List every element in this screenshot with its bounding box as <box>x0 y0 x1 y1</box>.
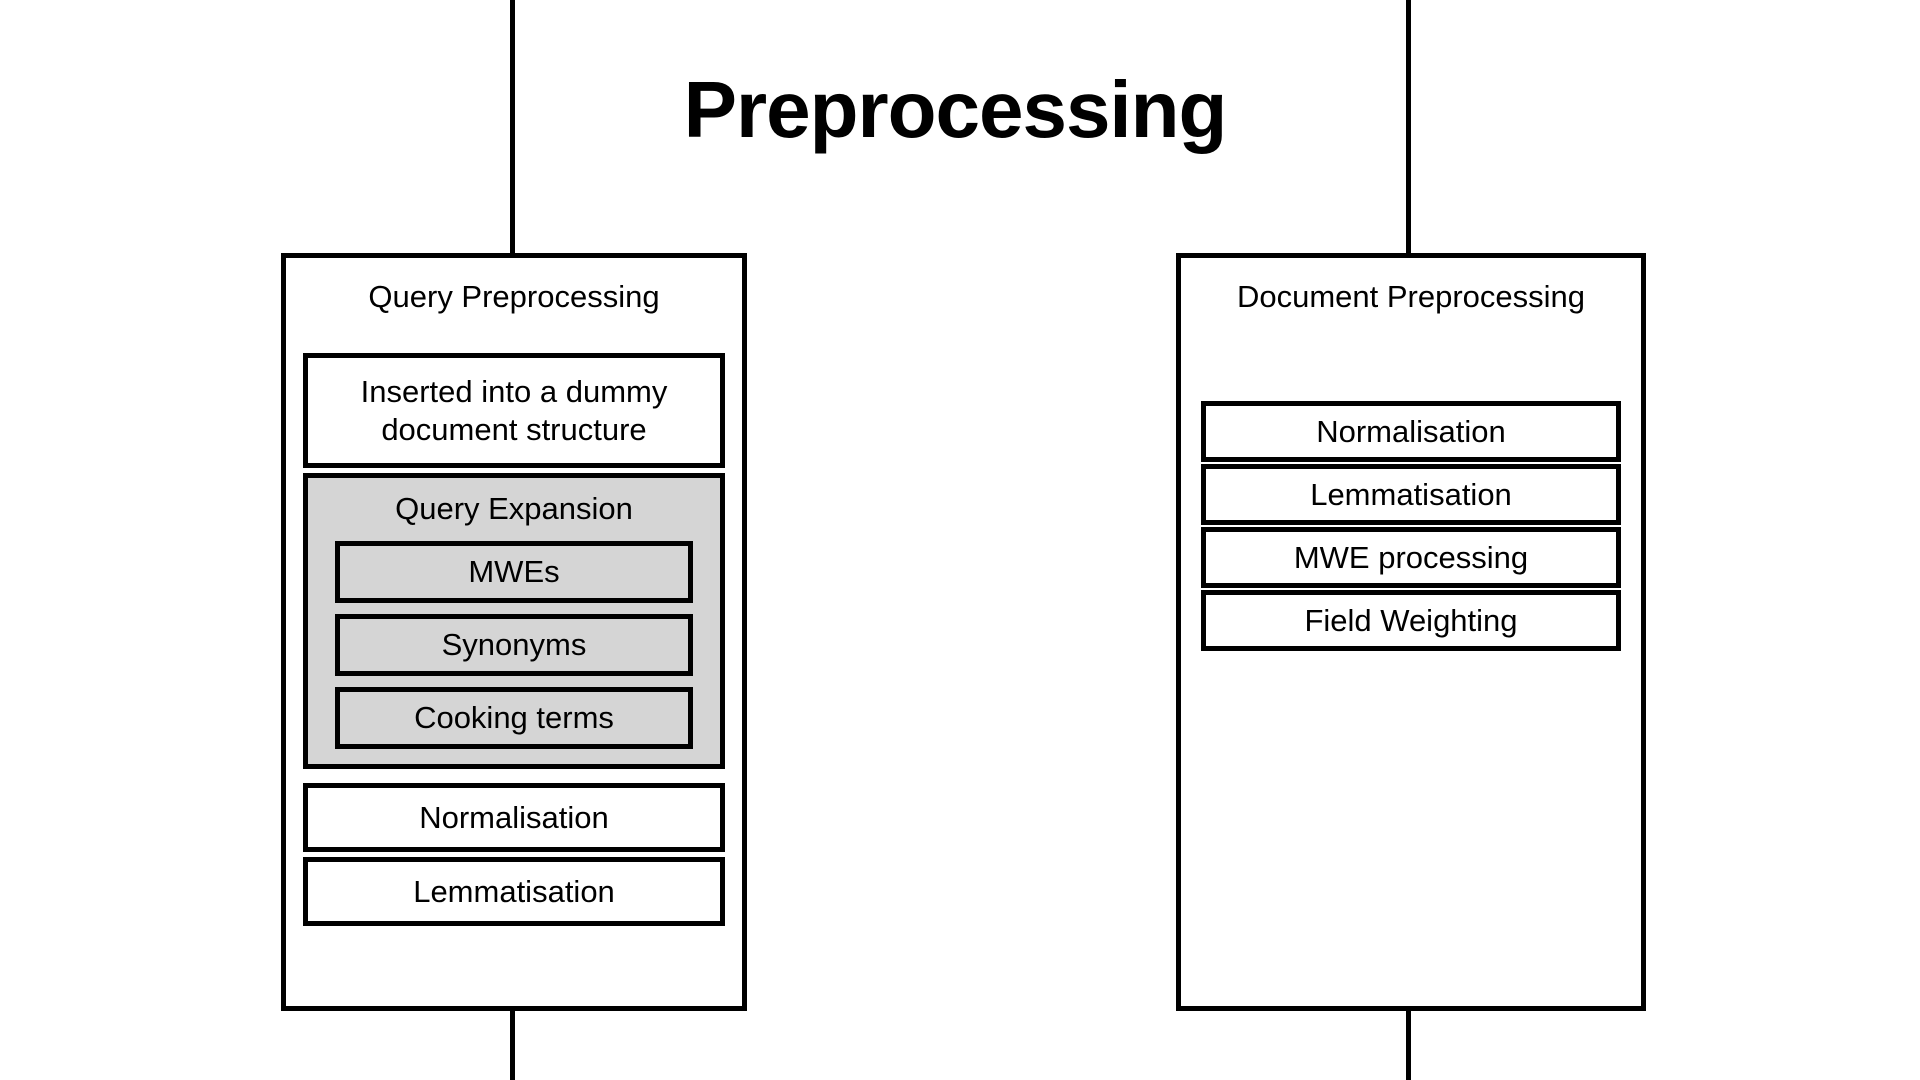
query-expansion-group: Query Expansion MWEs Synonyms Cooking te… <box>303 473 725 770</box>
query-expansion-item-cooking-terms[interactable]: Cooking terms <box>335 687 693 750</box>
query-step-normalisation[interactable]: Normalisation <box>303 783 725 853</box>
query-top-connector <box>510 0 515 255</box>
document-top-connector <box>1406 0 1411 255</box>
query-step-inserted-dummy-document-line1: Inserted into a dummy <box>360 373 668 409</box>
page-title: Preprocessing <box>0 70 1920 150</box>
query-panel-title: Query Preprocessing <box>368 279 660 314</box>
query-panel-body: Inserted into a dummy document structure… <box>286 315 742 927</box>
query-step-inserted-dummy-document-line2: document structure <box>381 411 647 447</box>
document-panel-body: Normalisation Lemmatisation MWE processi… <box>1181 315 1641 652</box>
query-panel-top-spacer <box>303 315 725 353</box>
query-step-inserted-dummy-document[interactable]: Inserted into a dummy document structure <box>303 353 725 469</box>
document-step-normalisation[interactable]: Normalisation <box>1201 401 1621 463</box>
document-panel-title: Document Preprocessing <box>1236 279 1586 314</box>
document-panel-top-spacer <box>1201 315 1621 401</box>
document-step-mwe-processing[interactable]: MWE processing <box>1201 527 1621 589</box>
query-preprocessing-panel: Query Preprocessing Inserted into a dumm… <box>281 253 747 1011</box>
query-expansion-title: Query Expansion <box>395 491 633 527</box>
page-title-text: Preprocessing <box>683 65 1228 154</box>
query-gap-2 <box>303 769 725 783</box>
query-expansion-item-mwes[interactable]: MWEs <box>335 541 693 604</box>
document-bottom-connector <box>1406 1008 1411 1080</box>
document-step-field-weighting[interactable]: Field Weighting <box>1201 590 1621 652</box>
query-expansion-item-synonyms[interactable]: Synonyms <box>335 614 693 677</box>
query-bottom-connector <box>510 1008 515 1080</box>
document-preprocessing-panel: Document Preprocessing Normalisation Lem… <box>1176 253 1646 1011</box>
document-step-lemmatisation[interactable]: Lemmatisation <box>1201 464 1621 526</box>
query-step-lemmatisation[interactable]: Lemmatisation <box>303 857 725 927</box>
